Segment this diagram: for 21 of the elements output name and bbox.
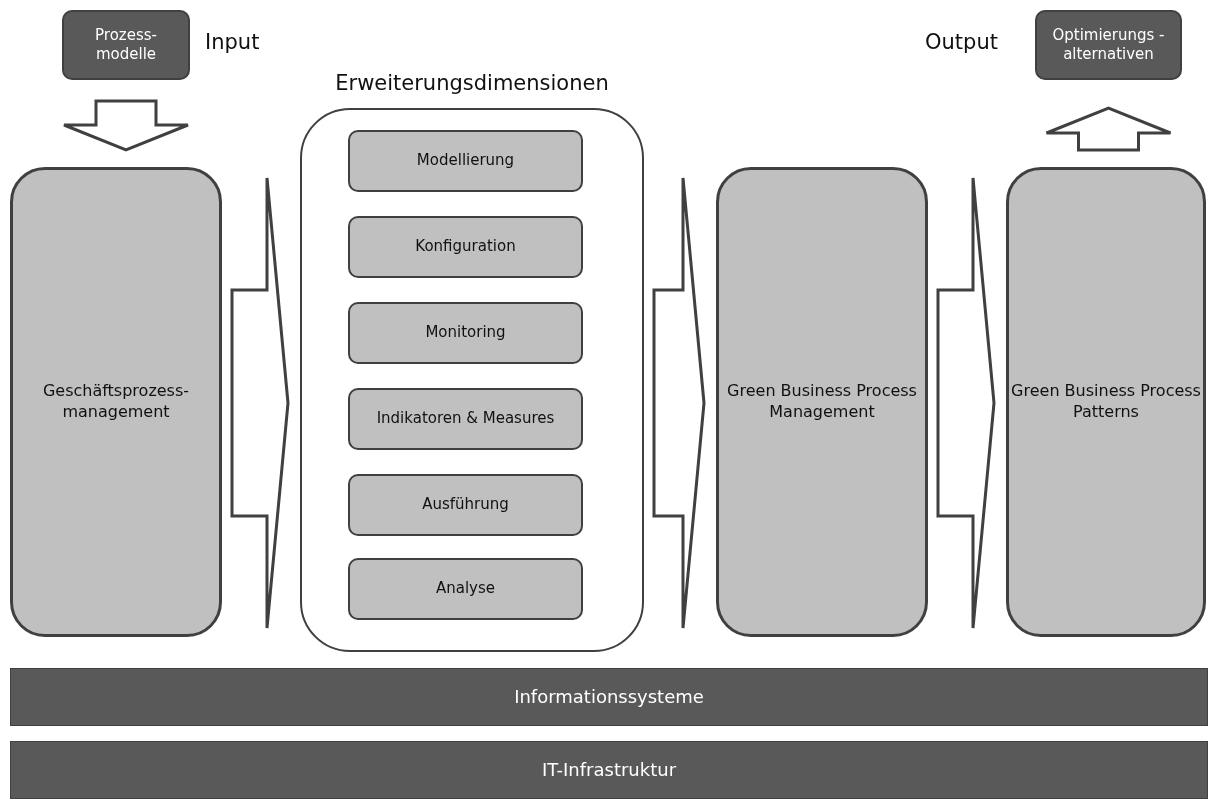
process-box: Modellierung — [348, 130, 583, 192]
layer-band: IT-Infrastruktur — [10, 741, 1208, 799]
process-box: Geschäftsprozess- management — [10, 167, 222, 637]
layer-band: Informationssysteme — [10, 668, 1208, 726]
block-arrow — [1045, 106, 1172, 152]
process-box: Ausführung — [348, 474, 583, 536]
block-arrow — [62, 99, 190, 152]
group-heading: Erweiterungsdimensionen — [334, 70, 610, 97]
process-box: Prozess- modelle — [62, 10, 190, 80]
process-box: Green Business Process Patterns — [1006, 167, 1206, 637]
side-label: Output — [925, 30, 998, 54]
process-box: Green Business Process Management — [716, 167, 928, 637]
side-label: Input — [205, 30, 260, 54]
process-box: Indikatoren & Measures — [348, 388, 583, 450]
process-box: Konfiguration — [348, 216, 583, 278]
process-box: Analyse — [348, 558, 583, 620]
block-arrow — [230, 176, 290, 630]
block-arrow — [936, 176, 996, 630]
process-box: Monitoring — [348, 302, 583, 364]
block-arrow — [652, 176, 706, 630]
process-box: Optimierungs -alternativen — [1035, 10, 1182, 80]
